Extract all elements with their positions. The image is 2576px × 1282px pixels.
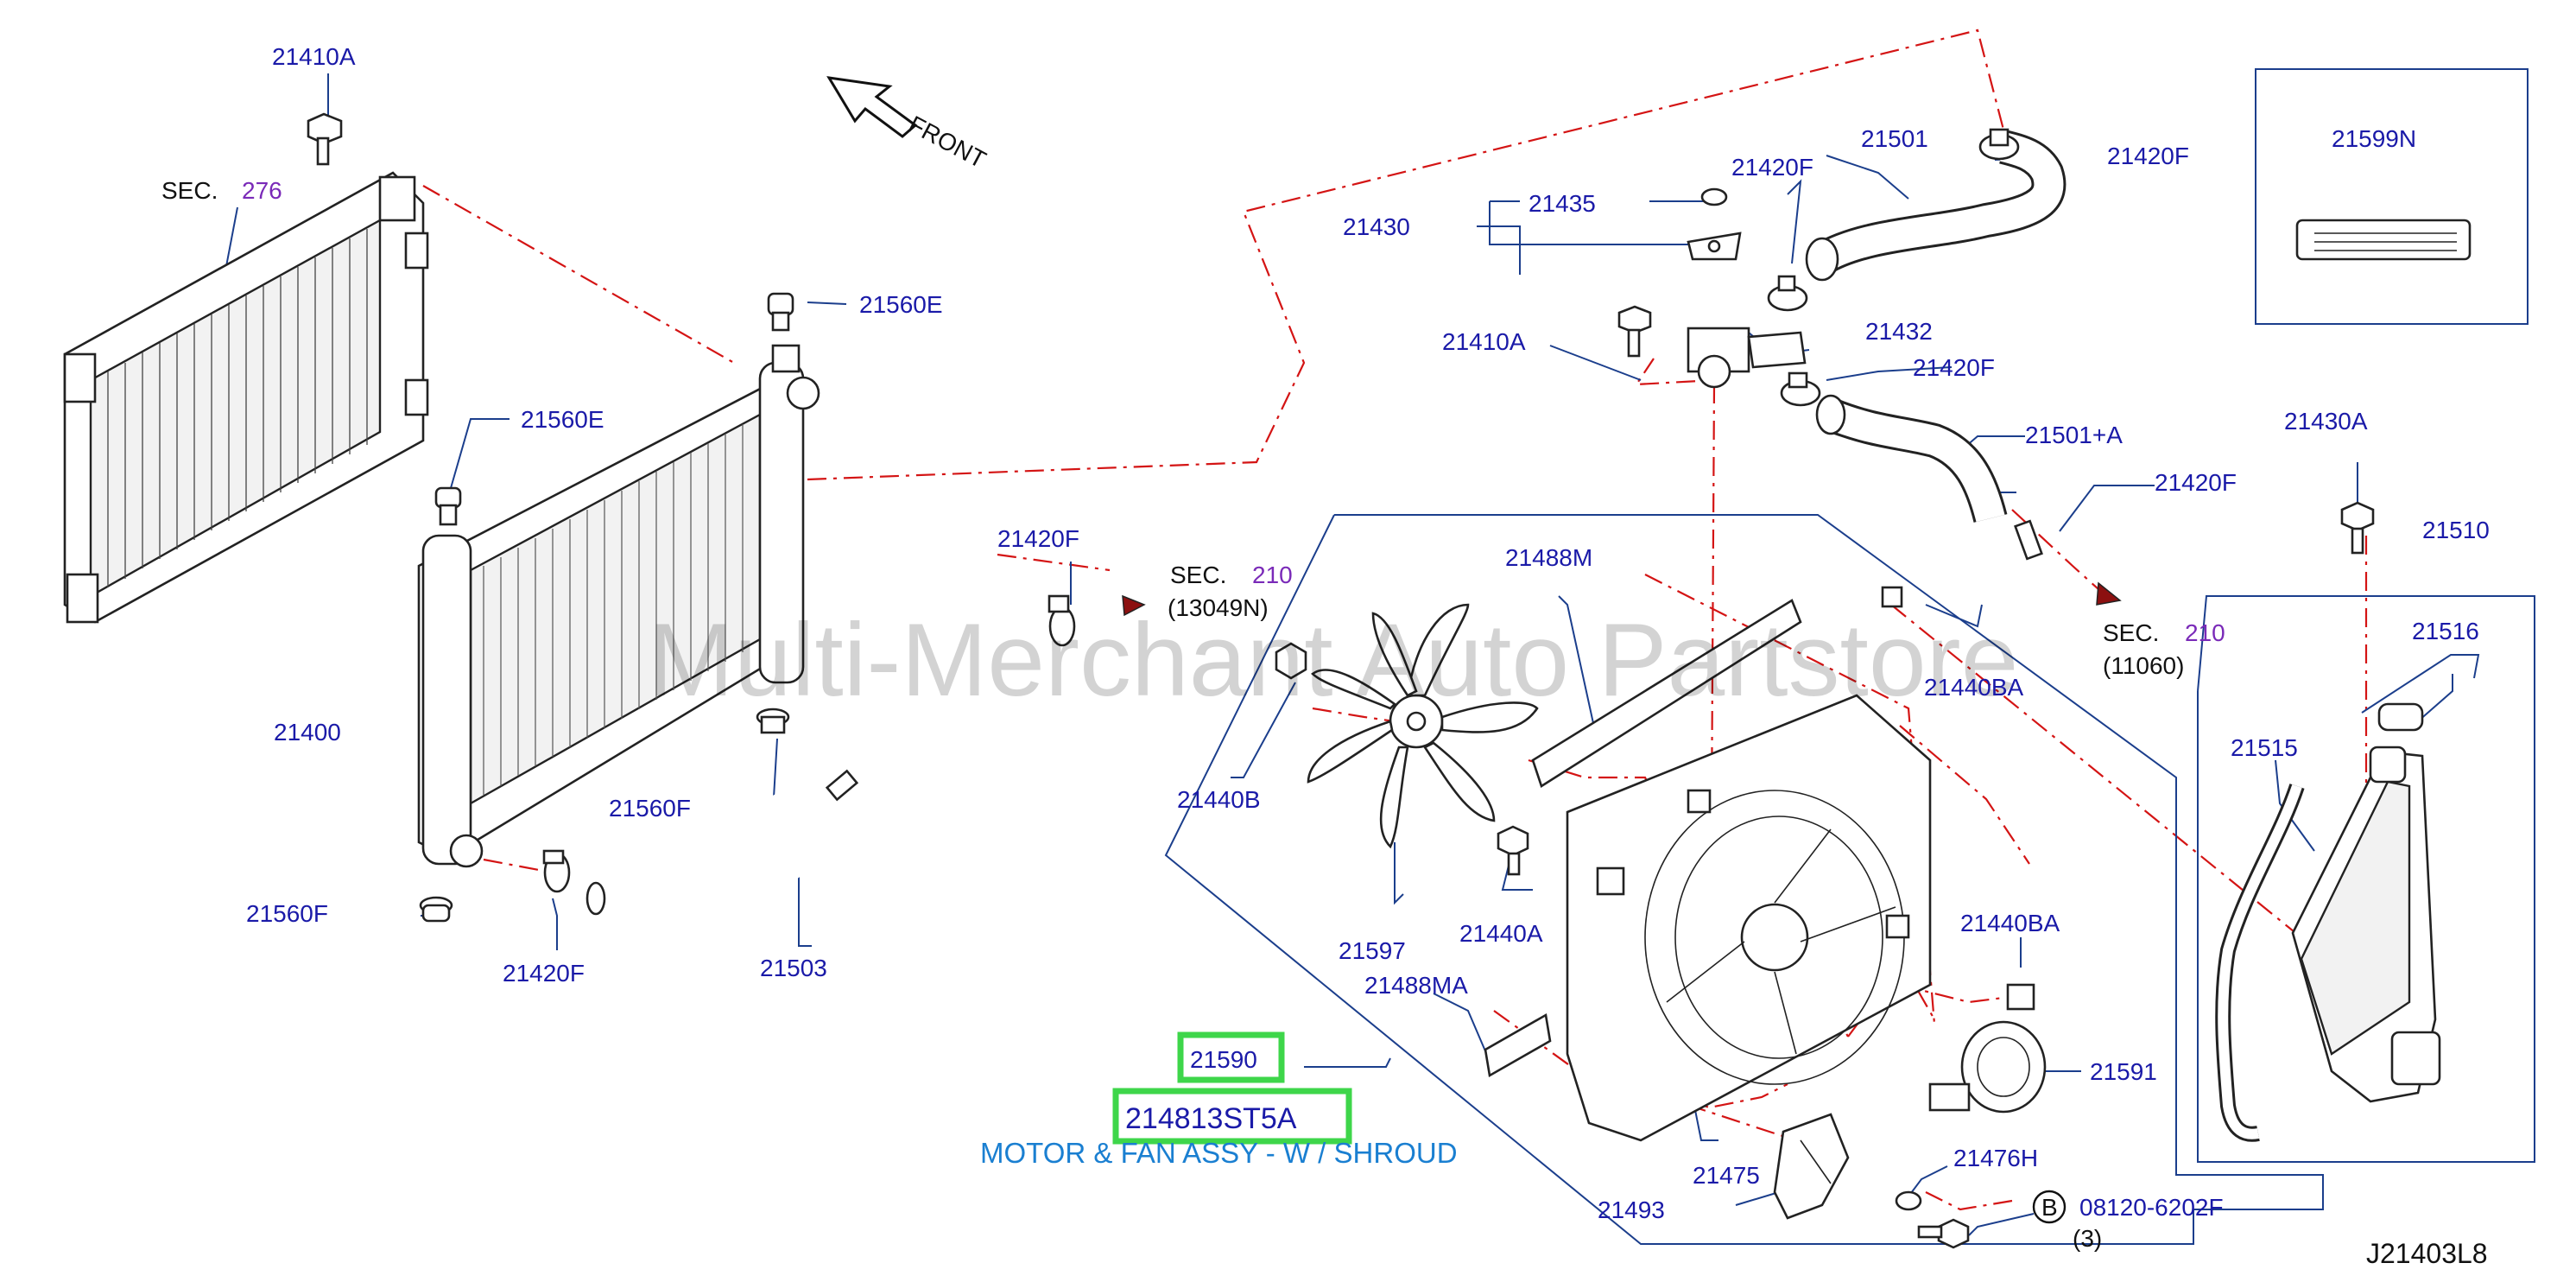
watermark: Multi-Merchant Auto Partstore [648, 602, 2018, 718]
resistor-21493 [1773, 1113, 1850, 1220]
label-21435[interactable]: 21435 [1529, 190, 1596, 217]
label-plate-21599N [2295, 219, 2472, 261]
label-sec-276-num[interactable]: 276 [242, 177, 282, 204]
label-21516[interactable]: 21516 [2412, 618, 2479, 644]
bolt-21440A [1497, 825, 1529, 876]
highlights [1112, 1031, 1352, 1145]
label-21501A[interactable]: 21501+A [2025, 422, 2123, 448]
seal-21488MA [1484, 1012, 1552, 1078]
label-08120-6202F[interactable]: 08120-6202F [2079, 1194, 2224, 1221]
clamp-21420F-t4 [2014, 519, 2043, 561]
rubber-mount-21560E-a [767, 292, 794, 332]
label-21440B[interactable]: 21440B [1177, 786, 1261, 813]
label-sec-210b-code: (11060) [2103, 652, 2184, 679]
leader-lines [219, 73, 2480, 1236]
clip-21440BA-a [1881, 586, 1903, 608]
label-21430[interactable]: 21430 [1343, 213, 1410, 240]
label-21410A-top[interactable]: 21410A [272, 43, 356, 70]
clamp-21420F-t2 [1978, 128, 2020, 161]
label-b-marker: B [2041, 1194, 2058, 1221]
label-21591[interactable]: 21591 [2090, 1058, 2157, 1085]
label-diagram-code: J21403L8 [2366, 1238, 2488, 1269]
label-sec-210b-num[interactable]: 210 [2185, 619, 2225, 646]
rubber-mount-21560F-b [419, 896, 453, 923]
hose-21501A [1815, 394, 2008, 523]
condenser [63, 171, 429, 624]
label-21560E-b[interactable]: 21560E [521, 406, 604, 433]
clamp-21420F-low [542, 849, 571, 893]
group-boundary [1164, 68, 2535, 1245]
label-21420F-t4[interactable]: 21420F [2155, 469, 2237, 496]
label-21432[interactable]: 21432 [1865, 318, 1933, 345]
hose-21515 [2215, 784, 2305, 1142]
rubber-mount-21560F-a [756, 708, 790, 734]
b-marker-circle [2032, 1190, 2066, 1224]
motor-21591 [1928, 1020, 2047, 1114]
label-21420F-t2[interactable]: 21420F [2107, 143, 2189, 169]
label-21510[interactable]: 21510 [2422, 517, 2490, 543]
label-sec-276-prefix: SEC. [161, 177, 218, 204]
seal-21488M [1531, 599, 1802, 788]
cap-21516 [2377, 702, 2424, 732]
bolt-21410A-top [307, 112, 343, 166]
label-21503[interactable]: 21503 [760, 955, 827, 981]
label-21410A-mid[interactable]: 21410A [1442, 328, 1526, 355]
label-21420F-t3[interactable]: 21420F [1913, 354, 1995, 381]
nut-21440B [1275, 642, 1307, 680]
clamp-21420F-t3 [1780, 371, 1821, 407]
radiator [417, 344, 820, 868]
hose-21503 [585, 621, 1050, 923]
label-21400[interactable]: 21400 [274, 719, 341, 746]
bolt-21410A-mid [1617, 305, 1652, 358]
label-21440A[interactable]: 21440A [1459, 920, 1543, 947]
thermostat-housing-21432 [1687, 327, 1807, 389]
bolt-21430A [2340, 501, 2375, 555]
label-sec-210a-prefix: SEC. [1170, 562, 1226, 588]
label-qty-3: (3) [2073, 1225, 2102, 1252]
label-21493[interactable]: 21493 [1598, 1196, 1665, 1223]
label-sec-210a-code: (13049N) [1168, 594, 1269, 621]
hose-21501 [1805, 130, 2066, 282]
label-214813ST5A[interactable]: 214813ST5A [1125, 1102, 1297, 1135]
washer-21476H [1895, 1190, 1922, 1211]
clip-21440BA-b [2006, 983, 2035, 1011]
label-21420F-mid[interactable]: 21420F [997, 525, 1079, 552]
fan-21597 [1307, 603, 1539, 849]
rubber-mount-21560E-b [434, 486, 462, 526]
label-21599N[interactable]: 21599N [2332, 125, 2416, 152]
label-21501[interactable]: 21501 [1861, 125, 1928, 152]
label-sec-210b-prefix: SEC. [2103, 619, 2159, 646]
label-21440BA-b[interactable]: 21440BA [1960, 910, 2060, 936]
bolt-08120-6202F [1917, 1218, 1970, 1249]
cap-21435 [1687, 187, 1742, 261]
reservoir-tank-21510 [2291, 746, 2441, 1103]
label-21560E-a[interactable]: 21560E [859, 291, 943, 318]
label-21476H[interactable]: 21476H [1953, 1145, 2038, 1171]
label-21420F-low[interactable]: 21420F [503, 960, 585, 987]
label-21475[interactable]: 21475 [1693, 1162, 1760, 1189]
front-arrow-icon [826, 76, 918, 138]
clamp-21420F-t1 [1767, 275, 1808, 312]
label-21488MA[interactable]: 21488MA [1364, 972, 1468, 999]
label-front: FRONT [904, 111, 991, 174]
shroud-21475 [1566, 694, 1932, 1142]
clamp-21420F-mid [1047, 594, 1076, 647]
label-21560F-b[interactable]: 21560F [246, 900, 328, 927]
label-21590[interactable]: 21590 [1190, 1046, 1257, 1073]
label-motor-fan-assy: MOTOR & FAN ASSY - W / SHROUD [980, 1137, 1458, 1169]
part-labels: 21410A SEC. 276 FRONT 21560E 21560E 2140… [161, 43, 2490, 1269]
label-21515[interactable]: 21515 [2231, 734, 2298, 761]
label-21597[interactable]: 21597 [1339, 937, 1406, 964]
label-21488M[interactable]: 21488M [1505, 544, 1592, 571]
label-21420F-t1[interactable]: 21420F [1731, 154, 1813, 181]
label-21560F-a[interactable]: 21560F [609, 795, 691, 822]
label-21440BA-a[interactable]: 21440BA [1924, 674, 2024, 701]
label-sec-210a-num[interactable]: 210 [1252, 562, 1293, 588]
label-21430A[interactable]: 21430A [2284, 408, 2368, 435]
direction-arrows [1122, 581, 2122, 617]
